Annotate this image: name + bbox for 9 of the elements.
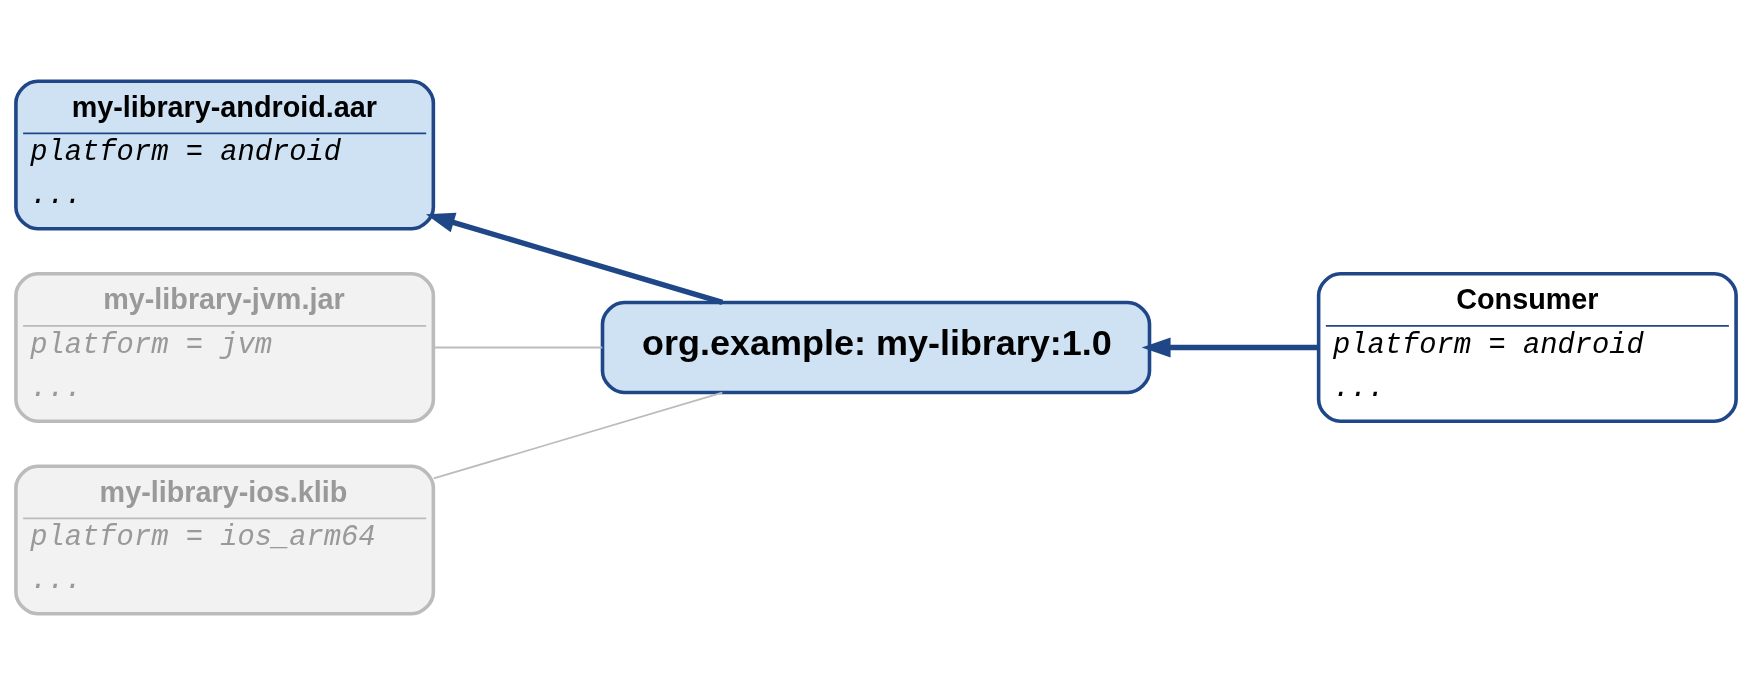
node-box: my-library-ios.klib platform = ios_arm64 ... <box>14 464 436 616</box>
node-box: my-library-jvm.jar platform = jvm ... <box>14 271 436 424</box>
node-box: Consumer platform = android ... <box>1316 271 1738 424</box>
arrow <box>425 212 724 305</box>
connector <box>432 346 604 349</box>
node-box: org.example: my-library:1.0 <box>600 300 1152 395</box>
arrow <box>1141 337 1318 358</box>
connector <box>432 391 724 480</box>
node-box: my-library-android.aar platform = android ... <box>14 79 436 231</box>
